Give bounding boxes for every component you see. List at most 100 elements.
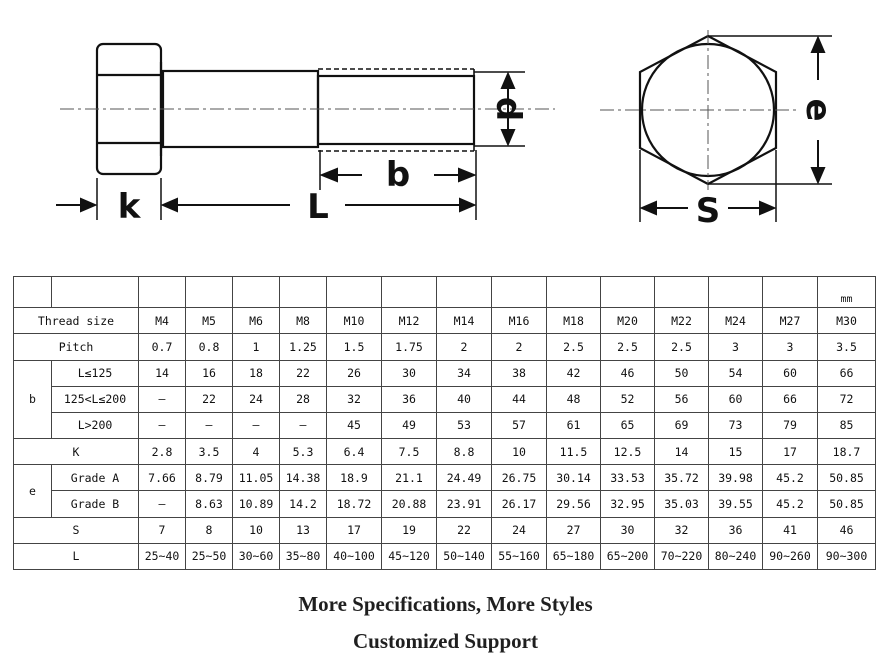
table-cell: 30 bbox=[381, 359, 437, 387]
row-label: Pitch bbox=[13, 333, 139, 361]
s-dimension bbox=[639, 150, 777, 222]
table-cell: 42 bbox=[546, 359, 601, 387]
table-cell: 30 bbox=[600, 516, 655, 544]
table-cell: 1 bbox=[232, 333, 280, 361]
table-cell: – bbox=[185, 411, 233, 440]
table-cell: 2.5 bbox=[600, 333, 655, 361]
table-cell: 26.75 bbox=[491, 464, 547, 492]
table-cell: 14 bbox=[138, 359, 186, 387]
table-cell: – bbox=[138, 385, 186, 413]
row-group-label: e bbox=[13, 464, 52, 518]
table-cell: 8.63 bbox=[185, 490, 233, 518]
table-cell: 32.95 bbox=[600, 490, 655, 518]
table-cell: – bbox=[232, 411, 280, 440]
s-label: S bbox=[696, 191, 721, 231]
table-cell: 25~40 bbox=[138, 542, 186, 571]
table-cell: 65 bbox=[600, 411, 655, 440]
bolt-dimension-drawing: d b k L e bbox=[56, 30, 838, 231]
table-cell: 2.5 bbox=[546, 333, 601, 361]
table-cell: 50.85 bbox=[817, 464, 876, 492]
table-cell: 39.98 bbox=[708, 464, 763, 492]
table-cell: 17 bbox=[326, 516, 382, 544]
table-cell: 10 bbox=[491, 438, 547, 466]
empty-cell bbox=[381, 275, 437, 309]
table-cell: 10 bbox=[232, 516, 280, 544]
table-cell: 26.17 bbox=[491, 490, 547, 518]
table-cell: 0.7 bbox=[138, 333, 186, 361]
table-cell: 3 bbox=[762, 333, 818, 361]
table-cell: 45.2 bbox=[762, 464, 818, 492]
table-cell: 24 bbox=[491, 516, 547, 544]
table-cell: 40 bbox=[436, 385, 492, 413]
table-cell: M4 bbox=[138, 307, 186, 335]
table-cell: 32 bbox=[326, 385, 382, 413]
empty-cell bbox=[491, 275, 547, 309]
k-label: k bbox=[118, 187, 142, 227]
table-cell: 60 bbox=[762, 359, 818, 387]
table-cell: 3 bbox=[708, 333, 763, 361]
empty-cell bbox=[279, 275, 327, 309]
table-cell: 18 bbox=[232, 359, 280, 387]
table-cell: 1.75 bbox=[381, 333, 437, 361]
table-cell: M14 bbox=[436, 307, 492, 335]
table-cell: 53 bbox=[436, 411, 492, 440]
row-label: Thread size bbox=[13, 307, 139, 335]
table-cell: 35.72 bbox=[654, 464, 709, 492]
k-l-dimension bbox=[56, 178, 477, 220]
empty-cell bbox=[708, 275, 763, 309]
table-cell: 15 bbox=[708, 438, 763, 466]
table-cell: – bbox=[279, 411, 327, 440]
table-cell: 32 bbox=[654, 516, 709, 544]
table-cell: 11.05 bbox=[232, 464, 280, 492]
e-dimension bbox=[708, 35, 832, 185]
table-cell: 27 bbox=[546, 516, 601, 544]
unit-row: mm bbox=[13, 275, 876, 309]
table-cell: 36 bbox=[708, 516, 763, 544]
row-label: Grade B bbox=[51, 490, 139, 518]
table-cell: – bbox=[138, 411, 186, 440]
row-label: K bbox=[13, 438, 139, 466]
table-cell: M5 bbox=[185, 307, 233, 335]
table-cell: 4 bbox=[232, 438, 280, 466]
empty-cell bbox=[654, 275, 709, 309]
table-cell: M27 bbox=[762, 307, 818, 335]
table-cell: 72 bbox=[817, 385, 876, 413]
table-cell: 90~300 bbox=[817, 542, 876, 571]
d-dimension bbox=[474, 71, 525, 147]
table-cell: – bbox=[138, 490, 186, 518]
table-cell: M16 bbox=[491, 307, 547, 335]
table-cell: 16 bbox=[185, 359, 233, 387]
table-cell: 12.5 bbox=[600, 438, 655, 466]
table-cell: 55~160 bbox=[491, 542, 547, 571]
table-cell: 29.56 bbox=[546, 490, 601, 518]
table-cell: 22 bbox=[185, 385, 233, 413]
empty-cell bbox=[326, 275, 382, 309]
table-cell: 33.53 bbox=[600, 464, 655, 492]
table-cell: 10.89 bbox=[232, 490, 280, 518]
row-label: 125<L≤200 bbox=[51, 385, 139, 413]
table-cell: 3.5 bbox=[185, 438, 233, 466]
table-cell: 30~60 bbox=[232, 542, 280, 571]
table-cell: 28 bbox=[279, 385, 327, 413]
row-label: L bbox=[13, 542, 139, 571]
table-cell: 7.66 bbox=[138, 464, 186, 492]
d-label: d bbox=[488, 97, 528, 121]
footer-specifications-text: More Specifications, More Styles bbox=[298, 592, 593, 616]
empty-cell bbox=[185, 275, 233, 309]
table-cell: 40~100 bbox=[326, 542, 382, 571]
empty-cell bbox=[232, 275, 280, 309]
table-cell: 41 bbox=[762, 516, 818, 544]
row-label: L≤125 bbox=[51, 359, 139, 387]
table-cell: 46 bbox=[600, 359, 655, 387]
table-cell: 49 bbox=[381, 411, 437, 440]
table-cell: 45.2 bbox=[762, 490, 818, 518]
table-cell: 24 bbox=[232, 385, 280, 413]
empty-cell bbox=[138, 275, 186, 309]
table-cell: 0.8 bbox=[185, 333, 233, 361]
empty-cell bbox=[762, 275, 818, 309]
